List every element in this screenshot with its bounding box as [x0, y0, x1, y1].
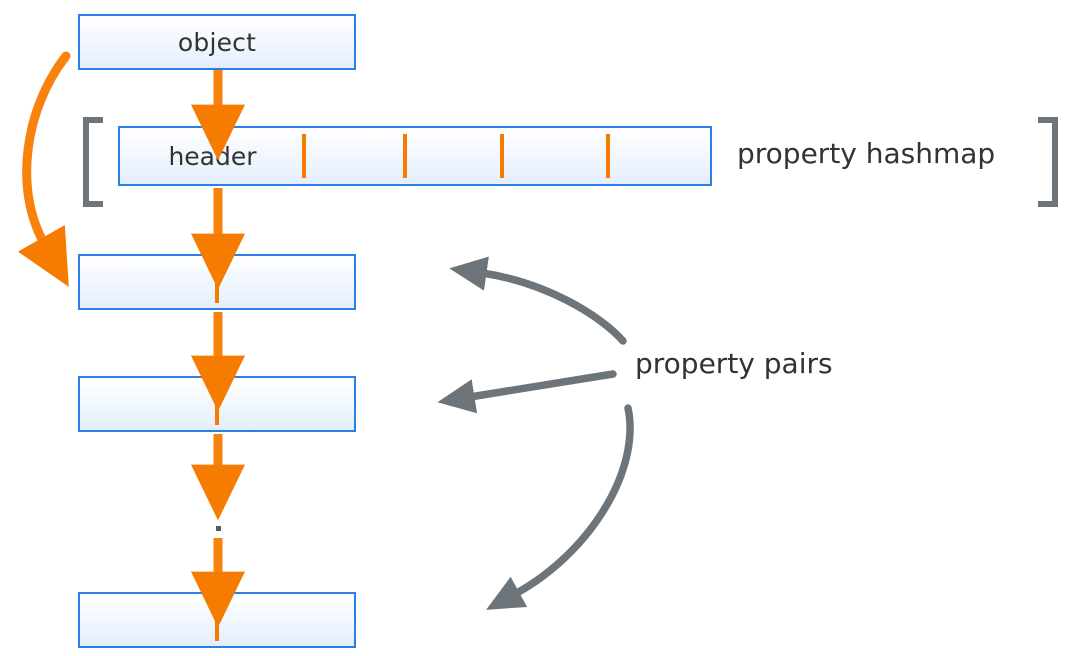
- property-pair-box: [78, 592, 356, 648]
- ellipsis-dot-icon: [216, 509, 221, 514]
- hashmap-slot-divider-icon: [606, 134, 610, 178]
- hashmap-slot-divider-icon: [500, 134, 504, 178]
- object-box: object: [78, 14, 356, 70]
- property-pair-box: [78, 254, 356, 310]
- hashmap-slot-divider-icon: [302, 134, 306, 178]
- arrow-pairs-to-box3-icon: [486, 404, 634, 610]
- property-pair-box: [78, 376, 356, 432]
- property-pairs-label: property pairs: [635, 347, 833, 380]
- bracket-open-icon: [83, 117, 103, 207]
- property-hashmap-row: header: [118, 126, 712, 186]
- ellipsis-dot-icon: [216, 526, 221, 531]
- property-pairs-arrows: [437, 256, 634, 610]
- arrow-pairs-to-box1-icon: [449, 256, 627, 345]
- object-to-pair-curve-arrow-icon: [17, 51, 71, 287]
- property-hashmap-label: property hashmap: [737, 137, 996, 170]
- property-pair-divider-icon: [215, 261, 219, 303]
- header-label: header: [168, 141, 257, 171]
- property-pair-divider-icon: [215, 383, 219, 425]
- ellipsis-dot-icon: [216, 492, 221, 497]
- property-pair-divider-icon: [215, 599, 219, 641]
- bracket-close-icon: [1038, 117, 1058, 207]
- arrow-pairs-to-box2-icon: [437, 370, 617, 414]
- object-box-label: object: [177, 27, 257, 57]
- hashmap-slot-divider-icon: [403, 134, 407, 178]
